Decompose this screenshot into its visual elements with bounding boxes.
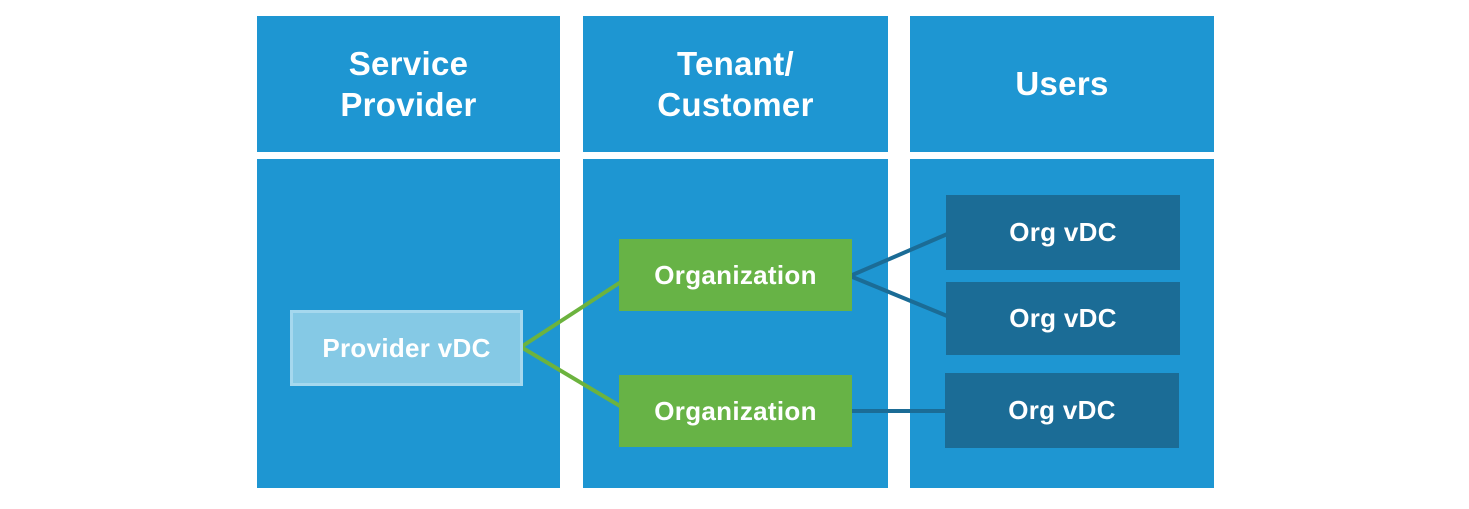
node-organization-1: Organization <box>619 239 852 311</box>
column-header-service-provider: Service Provider <box>257 16 560 152</box>
column-header-users: Users <box>910 16 1214 152</box>
node-org-vdc-2: Org vDC <box>946 282 1180 355</box>
node-provider-vdc: Provider vDC <box>290 310 523 386</box>
column-header-tenant-customer: Tenant/ Customer <box>583 16 888 152</box>
node-organization-2: Organization <box>619 375 852 447</box>
node-org-vdc-1: Org vDC <box>946 195 1180 270</box>
node-org-vdc-3: Org vDC <box>945 373 1179 448</box>
